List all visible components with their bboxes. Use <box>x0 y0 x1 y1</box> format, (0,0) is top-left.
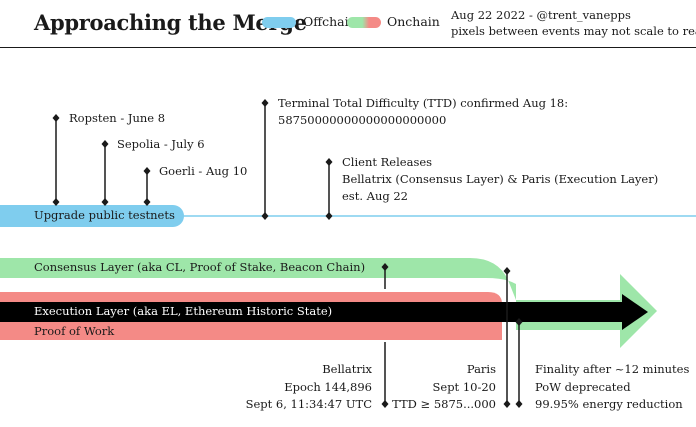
testnets-bar-label: Upgrade public testnets <box>34 208 175 222</box>
paris-pin <box>503 267 511 408</box>
bellatrix-line2: Epoch 144,896 <box>284 379 372 394</box>
finality-line2: PoW deprecated <box>535 379 631 394</box>
bellatrix-line1: Bellatrix <box>322 362 372 376</box>
ttd-line2: 58750000000000000000000 <box>278 113 447 127</box>
ttd-pin <box>261 99 269 220</box>
testnets-bar <box>0 205 184 227</box>
execution-layer-arrow <box>0 294 648 330</box>
offchain-legend-swatch <box>262 17 296 28</box>
consensus-layer-label: Consensus Layer (aka CL, Proof of Stake,… <box>34 260 366 274</box>
execution-layer-label: Execution Layer (aka EL, Ethereum Histor… <box>34 304 333 318</box>
paris-line1: Paris <box>466 362 496 376</box>
finality-text: Finality after ~12 minutes PoW deprecate… <box>535 361 689 414</box>
offchain-legend-label: Offchain <box>303 14 357 29</box>
bellatrix-pin <box>381 263 389 408</box>
sepolia-label: Sepolia - July 6 <box>117 137 205 151</box>
bellatrix-text: Bellatrix Epoch 144,896 Sept 6, 11:34:47… <box>246 361 372 414</box>
meta-disclaimer: pixels between events may not scale to r… <box>451 24 696 38</box>
bellatrix-line3: Sept 6, 11:34:47 UTC <box>245 397 372 411</box>
client-releases-pin <box>325 158 333 220</box>
ttd-line1: Terminal Total Difficulty (TTD) confirme… <box>278 96 569 110</box>
paris-line2: Sept 10-20 <box>432 379 496 394</box>
client-releases-line2: Bellatrix (Consensus Layer) & Paris (Exe… <box>342 172 659 186</box>
page-title: Approaching the Merge <box>34 10 307 35</box>
onchain-legend-label: Onchain <box>387 14 440 29</box>
finality-line3: 99.95% energy reduction <box>535 397 683 411</box>
finality-line1: Finality after ~12 minutes <box>535 362 690 376</box>
header-divider <box>0 47 696 48</box>
paris-text: Paris Sept 10-20 TTD ≥ 5875...000 <box>392 361 496 414</box>
paris-line3: TTD ≥ 5875...000 <box>392 397 496 411</box>
goerli-label: Goerli - Aug 10 <box>159 164 248 178</box>
testnet-pins <box>52 114 151 206</box>
client-releases-line1: Client Releases <box>342 155 433 169</box>
client-releases-line3: est. Aug 22 <box>342 189 409 203</box>
pow-label: Proof of Work <box>34 324 115 338</box>
ropsten-label: Ropsten - June 8 <box>69 111 166 125</box>
onchain-legend-swatch <box>347 17 381 28</box>
meta-date-author: Aug 22 2022 - @trent_vanepps <box>451 8 631 22</box>
finality-pin <box>515 318 523 408</box>
